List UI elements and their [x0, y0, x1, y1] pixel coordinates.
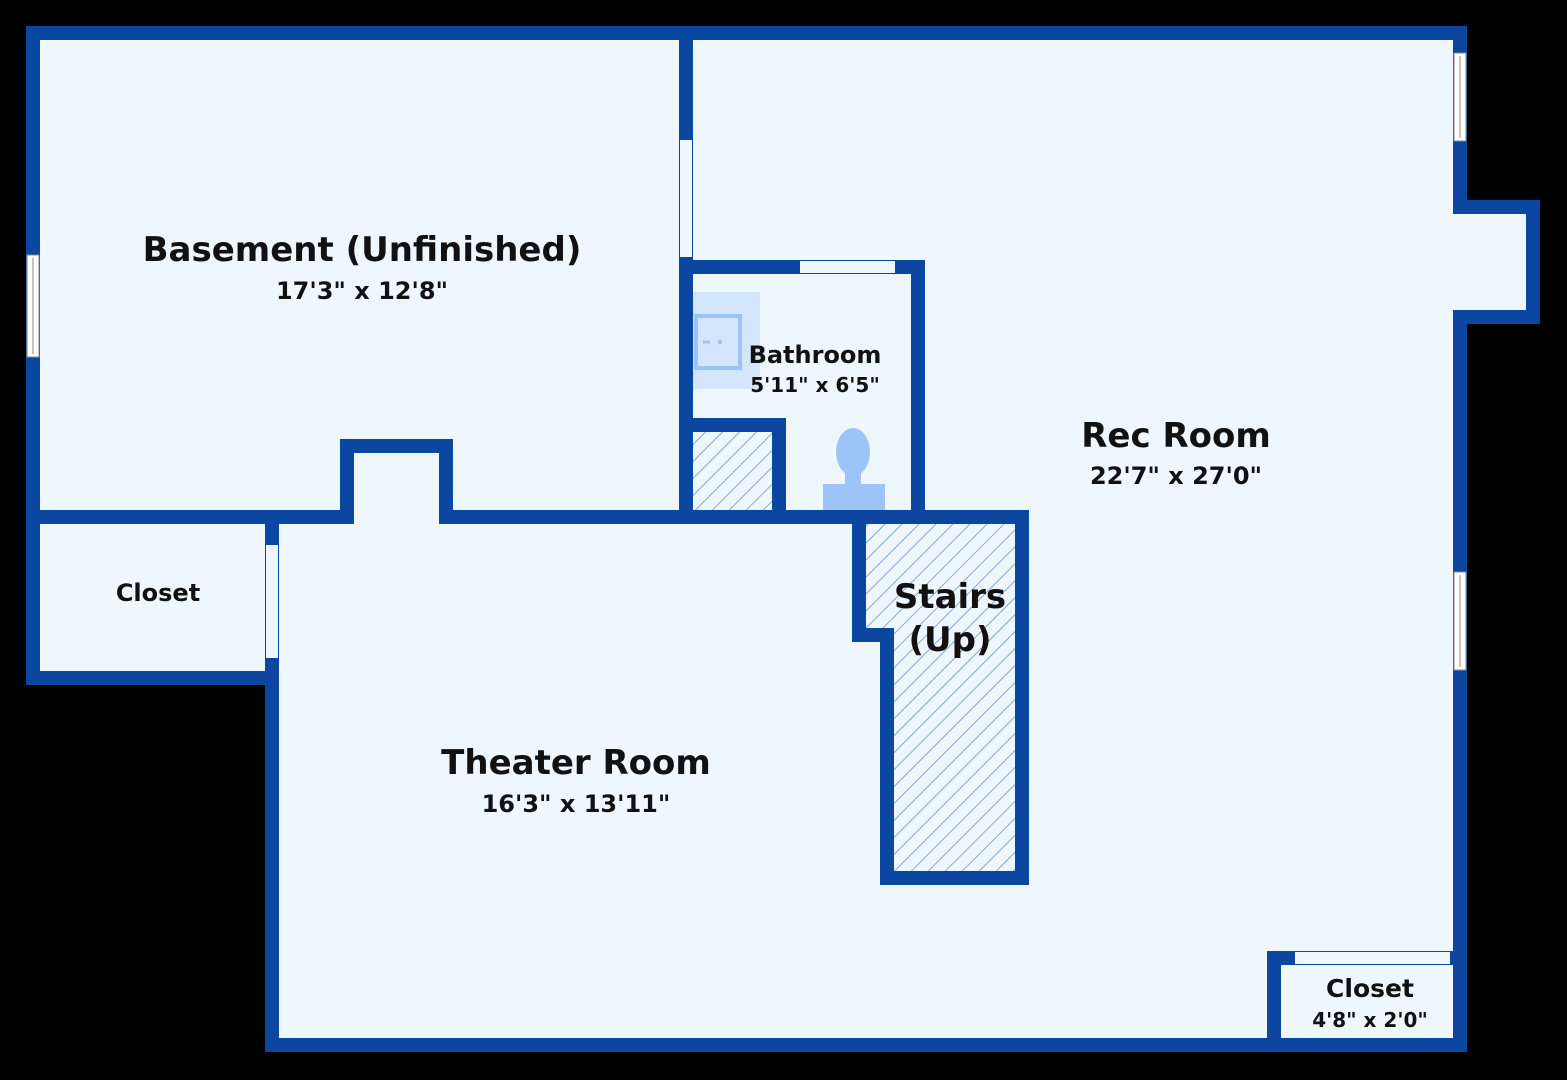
storage-hatch: [687, 425, 779, 518]
windows: [26, 52, 1467, 671]
window-right-lower: [1453, 571, 1467, 671]
rec-room-name: Rec Room: [1081, 416, 1271, 456]
bathroom-name: Bathroom: [749, 341, 882, 369]
window-right-upper: [1453, 52, 1467, 142]
floor-area: [33, 33, 1533, 1045]
window-left: [26, 254, 40, 358]
closet-left-name: Closet: [116, 579, 200, 607]
rec-room-dim: 22'7" x 27'0": [1090, 462, 1262, 490]
theater-room-name: Theater Room: [441, 743, 711, 783]
stairs-name-line1: Stairs: [894, 577, 1006, 617]
basement-dim: 17'3" x 12'8": [276, 277, 448, 305]
closet-right-name: Closet: [1326, 974, 1414, 1003]
theater-room-dim: 16'3" x 13'11": [482, 790, 671, 818]
stairs-name-line2: (Up): [908, 620, 991, 660]
bathroom-dim: 5'11" x 6'5": [750, 373, 880, 397]
door-openings: [266, 140, 1450, 964]
stairs-hatch: [859, 518, 1022, 878]
basement-name: Basement (Unfinished): [143, 230, 582, 270]
toilet-icon: [823, 428, 885, 512]
closet-right-dim: 4'8" x 2'0": [1312, 1008, 1428, 1032]
sink-icon: [692, 292, 760, 389]
